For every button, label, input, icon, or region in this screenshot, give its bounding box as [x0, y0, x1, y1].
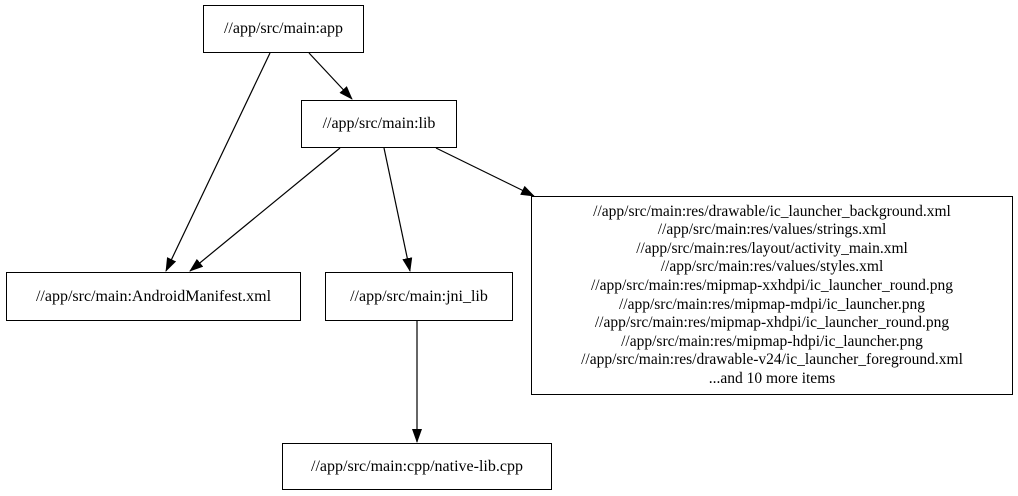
- resource-line: //app/src/main:res/values/styles.xml: [660, 258, 884, 276]
- resource-line: //app/src/main:res/drawable-v24/ic_launc…: [581, 351, 963, 369]
- resource-line: //app/src/main:res/mipmap-hdpi/ic_launch…: [621, 332, 923, 350]
- node-label-lib: //app/src/main:lib: [322, 115, 436, 132]
- node-label-native-lib-cpp: //app/src/main:cpp/native-lib.cpp: [311, 457, 523, 475]
- resource-line: //app/src/main:res/layout/activity_main.…: [636, 239, 908, 257]
- edge-lib-to-resources: [435, 147, 535, 197]
- resource-line: //app/src/main:res/mipmap-xxhdpi/ic_laun…: [590, 276, 953, 294]
- edge-app-to-lib: [308, 52, 353, 100]
- graph-node-lib: //app/src/main:lib: [301, 100, 457, 148]
- graph-node-native-lib-cpp: //app/src/main:cpp/native-lib.cpp: [282, 443, 552, 490]
- node-label-app: //app/src/main:app: [223, 20, 344, 37]
- edge-lib-to-manifest: [189, 147, 341, 272]
- resource-line-more: ...and 10 more items: [708, 369, 836, 387]
- resource-line: //app/src/main:res/mipmap-xhdpi/ic_launc…: [594, 314, 950, 332]
- graph-node-app: //app/src/main:app: [203, 5, 364, 53]
- resource-line: //app/src/main:res/drawable/ic_launcher_…: [593, 202, 951, 220]
- edge-app-to-manifest: [165, 52, 271, 272]
- resource-line: //app/src/main:res/mipmap-mdpi/ic_launch…: [618, 295, 926, 313]
- node-label-jni-lib: //app/src/main:jni_lib: [350, 287, 488, 305]
- resource-line: //app/src/main:res/values/strings.xml: [657, 221, 887, 239]
- graph-node-resources: //app/src/main:res/drawable/ic_launcher_…: [531, 196, 1013, 395]
- graph-node-jni-lib: //app/src/main:jni_lib: [325, 272, 513, 321]
- graph-node-android-manifest: //app/src/main:AndroidManifest.xml: [6, 272, 301, 321]
- edge-lib-to-jni-lib: [383, 147, 413, 272]
- node-label-android-manifest: //app/src/main:AndroidManifest.xml: [35, 287, 272, 305]
